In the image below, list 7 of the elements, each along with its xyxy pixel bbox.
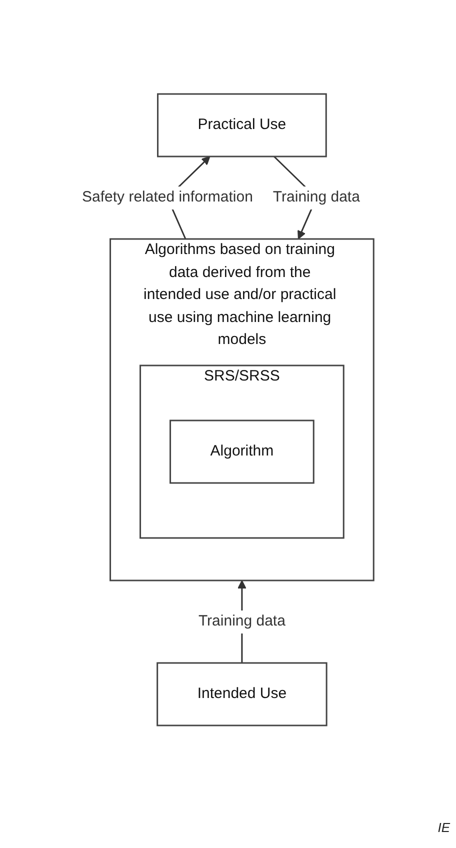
node-box: Intended Use — [156, 662, 328, 726]
edge-label: Training data — [273, 188, 360, 206]
figure-reference: IE — [438, 820, 450, 835]
edge-label: Training data — [198, 612, 286, 630]
node-box: Algorithm — [170, 420, 315, 484]
node-box: Practical Use — [157, 94, 328, 158]
edge-label: Safety related information — [82, 188, 254, 206]
